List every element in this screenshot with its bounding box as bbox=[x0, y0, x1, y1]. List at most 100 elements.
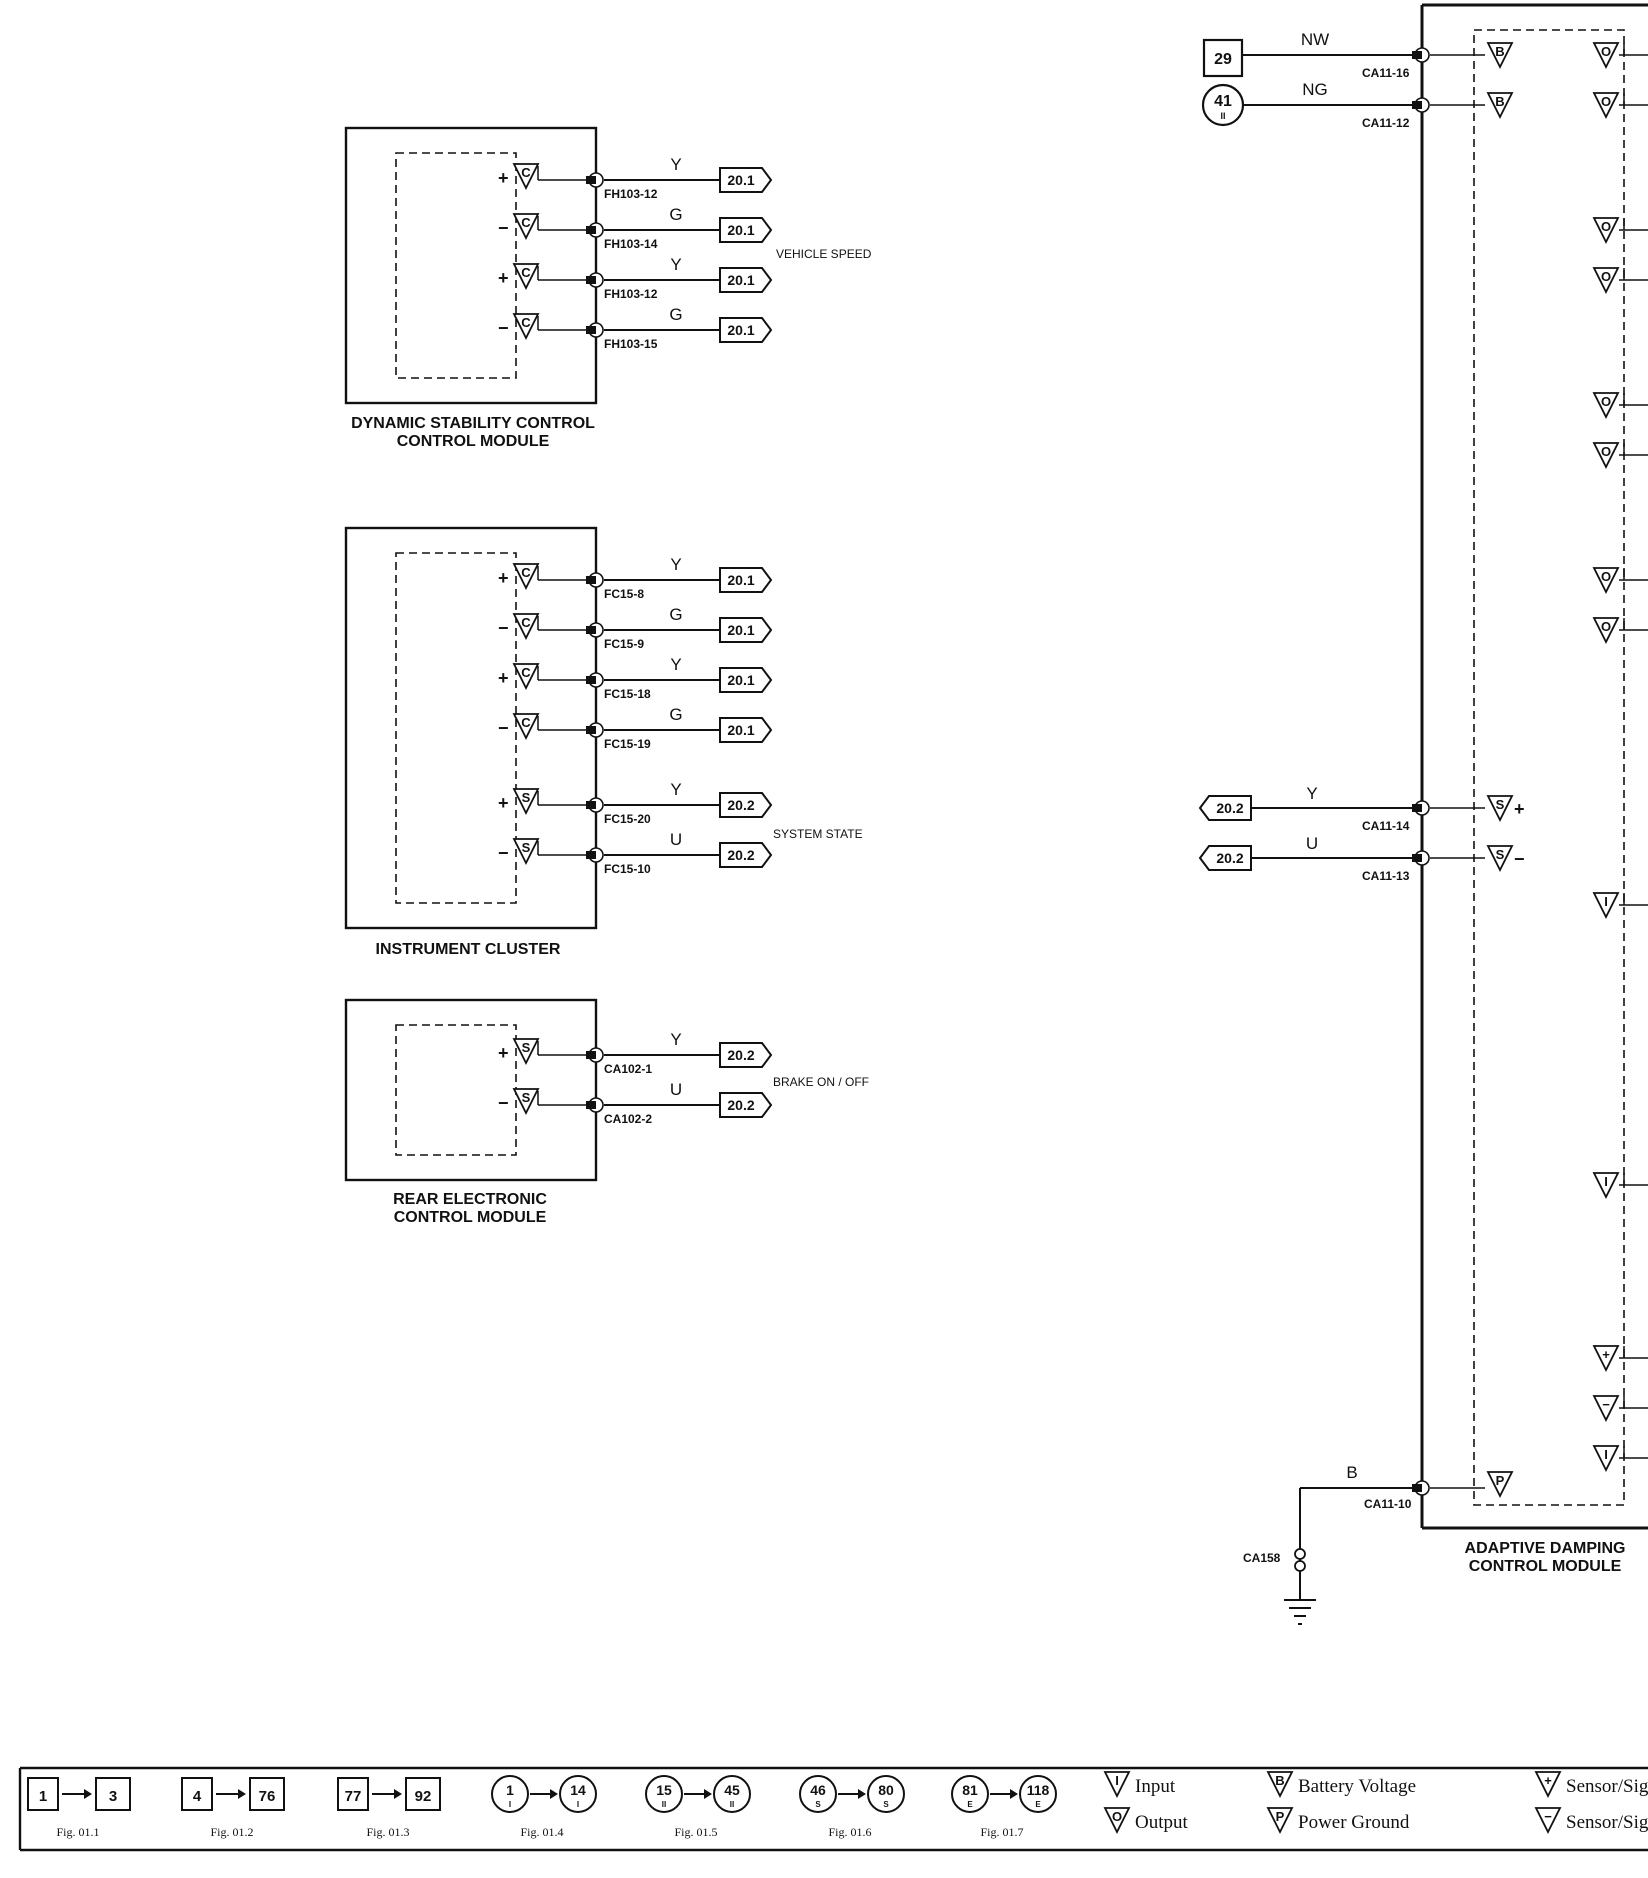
right-pin-row: I bbox=[1592, 892, 1648, 920]
pin-polarity: + bbox=[498, 168, 509, 188]
symbol-letter: B bbox=[1495, 94, 1504, 109]
connector-pin bbox=[586, 726, 596, 734]
symbol-letter: S bbox=[522, 790, 531, 805]
pin-type-icon: S bbox=[512, 1088, 540, 1116]
symbol-letter: O bbox=[1112, 1809, 1122, 1824]
connector-pin bbox=[586, 626, 596, 634]
symbol-triangle bbox=[1534, 1807, 1562, 1835]
symbol-letter: + bbox=[1544, 1773, 1552, 1788]
symbol-letter: C bbox=[521, 565, 531, 580]
connector-pin bbox=[1412, 101, 1422, 109]
symbol-letter: P bbox=[1496, 1473, 1505, 1488]
legend-symbol-icon: + bbox=[1534, 1771, 1562, 1799]
symbol-triangle bbox=[512, 563, 540, 591]
wire-color: G bbox=[669, 305, 682, 324]
source-fig-sub: II bbox=[1220, 111, 1225, 121]
legend-symbol-label: Battery Voltage bbox=[1298, 1776, 1416, 1797]
fig-box-from bbox=[337, 1777, 369, 1811]
symbol-triangle bbox=[1592, 1172, 1620, 1200]
fig-circle-from bbox=[951, 1775, 989, 1813]
pin-type-icon: S bbox=[1486, 795, 1514, 823]
fig-circle-to bbox=[713, 1775, 751, 1813]
connector-pin bbox=[1412, 51, 1422, 59]
pin-polarity: + bbox=[498, 268, 509, 288]
connector-pin bbox=[586, 676, 596, 684]
symbol-triangle bbox=[512, 213, 540, 241]
fig-arrow-head bbox=[704, 1789, 712, 1799]
symbol-triangle bbox=[1103, 1771, 1131, 1799]
reference-label: 20.2 bbox=[727, 1047, 754, 1063]
ground-eyelet bbox=[1294, 1560, 1306, 1572]
signal-label: BRAKE ON / OFF bbox=[773, 1075, 869, 1089]
connector-id: CA102-1 bbox=[604, 1062, 652, 1076]
reference-arrow-box bbox=[719, 792, 773, 818]
pin-type-icon: B bbox=[1486, 42, 1514, 70]
connector-pin bbox=[586, 326, 596, 334]
connector bbox=[586, 722, 604, 738]
wire-color: U bbox=[670, 1080, 682, 1099]
module-name: INSTRUMENT CLUSTER bbox=[376, 941, 561, 958]
reference-20.1: 20.1 bbox=[719, 217, 773, 243]
symbol-letter: C bbox=[521, 715, 531, 730]
symbol-triangle bbox=[1486, 42, 1514, 70]
connector-id: CA11-16 bbox=[1362, 66, 1410, 80]
pin-polarity: − bbox=[498, 1093, 509, 1113]
pin-type-icon: C bbox=[512, 663, 540, 691]
right-pin-row: I bbox=[1592, 1172, 1648, 1200]
fig-number: 4 bbox=[193, 1788, 202, 1805]
connector-pin bbox=[586, 851, 596, 859]
connector bbox=[586, 797, 604, 813]
pin-polarity: − bbox=[498, 618, 509, 638]
symbol-triangle bbox=[1592, 267, 1620, 295]
fig-circle-from bbox=[645, 1775, 683, 1813]
fig-number: 3 bbox=[109, 1788, 117, 1805]
pin-type-icon: O bbox=[1592, 267, 1620, 295]
reference-label: 20.1 bbox=[727, 672, 754, 688]
right-pin-row: I bbox=[1592, 1445, 1648, 1473]
right-pin-row: O bbox=[1592, 217, 1648, 245]
connector bbox=[586, 322, 604, 338]
reference-20.1: 20.1 bbox=[719, 317, 773, 343]
symbol-letter: C bbox=[521, 265, 531, 280]
fig-number: 14 bbox=[570, 1782, 586, 1798]
reference-arrow-box bbox=[1198, 845, 1252, 871]
legend-symbol-icon: − bbox=[1534, 1807, 1562, 1835]
pin-type-icon: O bbox=[1592, 617, 1620, 645]
symbol-triangle bbox=[512, 313, 540, 341]
pin-type-icon: C bbox=[512, 213, 540, 241]
pin-polarity: + bbox=[498, 1043, 509, 1063]
legend-symbol: +Sensor/Sig bbox=[1534, 1771, 1648, 1799]
ground-eyelet bbox=[1294, 1548, 1306, 1560]
reference-arrow-box bbox=[719, 842, 773, 868]
fig-label: Fig. 01.4 bbox=[520, 1825, 563, 1839]
symbol-letter: − bbox=[1602, 1397, 1610, 1412]
connector-pin bbox=[586, 176, 596, 184]
pin-polarity: − bbox=[498, 318, 509, 338]
symbol-letter: O bbox=[1601, 394, 1611, 409]
reference-label: 20.2 bbox=[727, 797, 754, 813]
pin-type-icon: C bbox=[512, 713, 540, 741]
symbol-triangle bbox=[1486, 1471, 1514, 1499]
connector-id: FC15-8 bbox=[604, 587, 644, 601]
reference-arrow-box bbox=[719, 667, 773, 693]
symbol-triangle bbox=[1266, 1771, 1294, 1799]
reference-arrow-box bbox=[719, 1092, 773, 1118]
fig-sub: E bbox=[1035, 1800, 1041, 1809]
connector bbox=[586, 272, 604, 288]
module-name: CONTROL MODULE bbox=[394, 1209, 547, 1226]
module-internal-boundary bbox=[395, 552, 517, 904]
pin-type-icon: S bbox=[1486, 845, 1514, 873]
symbol-triangle bbox=[512, 663, 540, 691]
module-name: ADAPTIVE DAMPING bbox=[1465, 1540, 1626, 1557]
module-internal-boundary bbox=[395, 152, 517, 379]
reference-20.1: 20.1 bbox=[719, 717, 773, 743]
connector-pin bbox=[1412, 1484, 1422, 1492]
reference-20.2: 20.2 bbox=[719, 1092, 773, 1118]
fig-label: Fig. 01.2 bbox=[210, 1825, 253, 1839]
